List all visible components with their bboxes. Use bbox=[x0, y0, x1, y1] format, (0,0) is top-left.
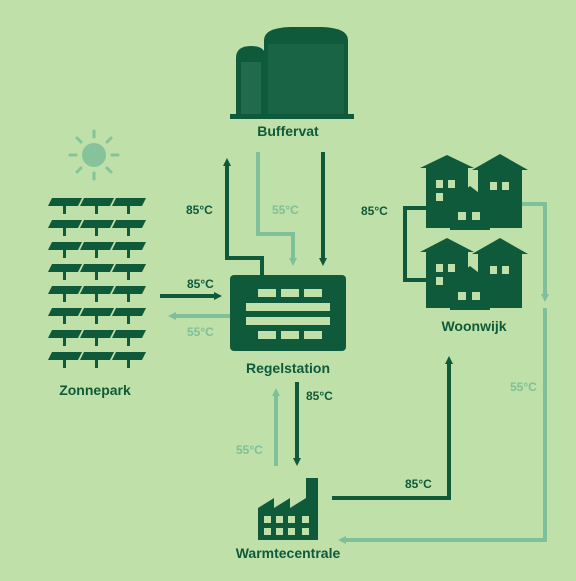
temp-label-homes-supply: 85°C bbox=[361, 204, 388, 218]
flow-plant-to-homes bbox=[332, 356, 453, 500]
solar-panel bbox=[112, 242, 146, 250]
solar-panel bbox=[80, 198, 114, 206]
solar-panel-stand bbox=[95, 294, 98, 302]
solar-panel-stand bbox=[63, 228, 66, 236]
solar-panel bbox=[48, 198, 82, 206]
solar-panel bbox=[112, 220, 146, 228]
solar-panel-stand bbox=[63, 338, 66, 346]
station-label: Regelstation bbox=[246, 360, 330, 376]
solar-panel bbox=[48, 220, 82, 228]
solar-panel bbox=[112, 198, 146, 206]
buffer-label: Buffervat bbox=[257, 123, 319, 139]
solar-panel-stand bbox=[127, 206, 130, 214]
temp-label-station-to-buffer: 85°C bbox=[186, 203, 213, 217]
solar-panel-stand bbox=[63, 294, 66, 302]
temp-label-plant-to-homes: 85°C bbox=[405, 477, 432, 491]
factory-icon bbox=[258, 478, 318, 540]
homes-label: Woonwijk bbox=[441, 318, 506, 334]
flow-buffer-to-station bbox=[256, 152, 297, 266]
solar-panel bbox=[80, 242, 114, 250]
temp-label-station-to-solar: 55°C bbox=[187, 325, 214, 339]
sun-icon bbox=[68, 129, 120, 181]
solar-panel-stand bbox=[127, 338, 130, 346]
solar-panel bbox=[48, 308, 82, 316]
solar-panel-stand bbox=[95, 316, 98, 324]
solar-panel bbox=[80, 220, 114, 228]
solar-panel-stand bbox=[95, 360, 98, 368]
solar-panel-stand bbox=[63, 316, 66, 324]
solar-panel-stand bbox=[63, 206, 66, 214]
plant-label: Warmtecentrale bbox=[236, 545, 341, 561]
solar-panel bbox=[112, 264, 146, 272]
flow-homes-supply bbox=[403, 206, 426, 282]
solar-panel bbox=[80, 264, 114, 272]
temp-label-station-to-plant: 85°C bbox=[306, 389, 333, 403]
solar-panel-stand bbox=[63, 272, 66, 280]
solar-panel-stand bbox=[95, 228, 98, 236]
solar-panel bbox=[48, 264, 82, 272]
solar-panel bbox=[112, 352, 146, 360]
temp-label-homes-return: 55°C bbox=[510, 380, 537, 394]
solar-panel bbox=[112, 286, 146, 294]
solar-panel-stand bbox=[127, 294, 130, 302]
flow-homes-return bbox=[338, 308, 547, 544]
solar-panel-stand bbox=[95, 250, 98, 258]
solar-panel-stand bbox=[95, 272, 98, 280]
solar-panel bbox=[48, 242, 82, 250]
solar-panel bbox=[48, 286, 82, 294]
solar-panel bbox=[80, 352, 114, 360]
solar-panel-stand bbox=[63, 360, 66, 368]
flow-station-to-buffer bbox=[223, 158, 264, 275]
solar-panel bbox=[80, 308, 114, 316]
solar-panel-stand bbox=[95, 206, 98, 214]
flow-homes-return-top bbox=[522, 202, 549, 302]
solar-panel bbox=[80, 330, 114, 338]
solar-panel-icon bbox=[48, 198, 146, 368]
solar-panel-stand bbox=[95, 338, 98, 346]
control-station-icon bbox=[230, 275, 346, 351]
solar-panel bbox=[112, 308, 146, 316]
temp-label-solar-to-station: 85°C bbox=[187, 277, 214, 291]
solar-panel-stand bbox=[127, 360, 130, 368]
solar-panel-stand bbox=[127, 272, 130, 280]
storage-tank-icon bbox=[230, 27, 354, 119]
solar-panel-stand bbox=[63, 250, 66, 258]
solar-label: Zonnepark bbox=[59, 382, 131, 398]
solar-panel bbox=[112, 330, 146, 338]
temp-label-buffer-to-station: 55°C bbox=[272, 203, 299, 217]
houses-icon bbox=[420, 154, 528, 310]
temp-label-plant-to-station: 55°C bbox=[236, 443, 263, 457]
solar-panel bbox=[48, 352, 82, 360]
solar-panel bbox=[48, 330, 82, 338]
solar-panel-stand bbox=[127, 316, 130, 324]
solar-panel-stand bbox=[127, 250, 130, 258]
solar-panel bbox=[80, 286, 114, 294]
solar-panel-stand bbox=[127, 228, 130, 236]
